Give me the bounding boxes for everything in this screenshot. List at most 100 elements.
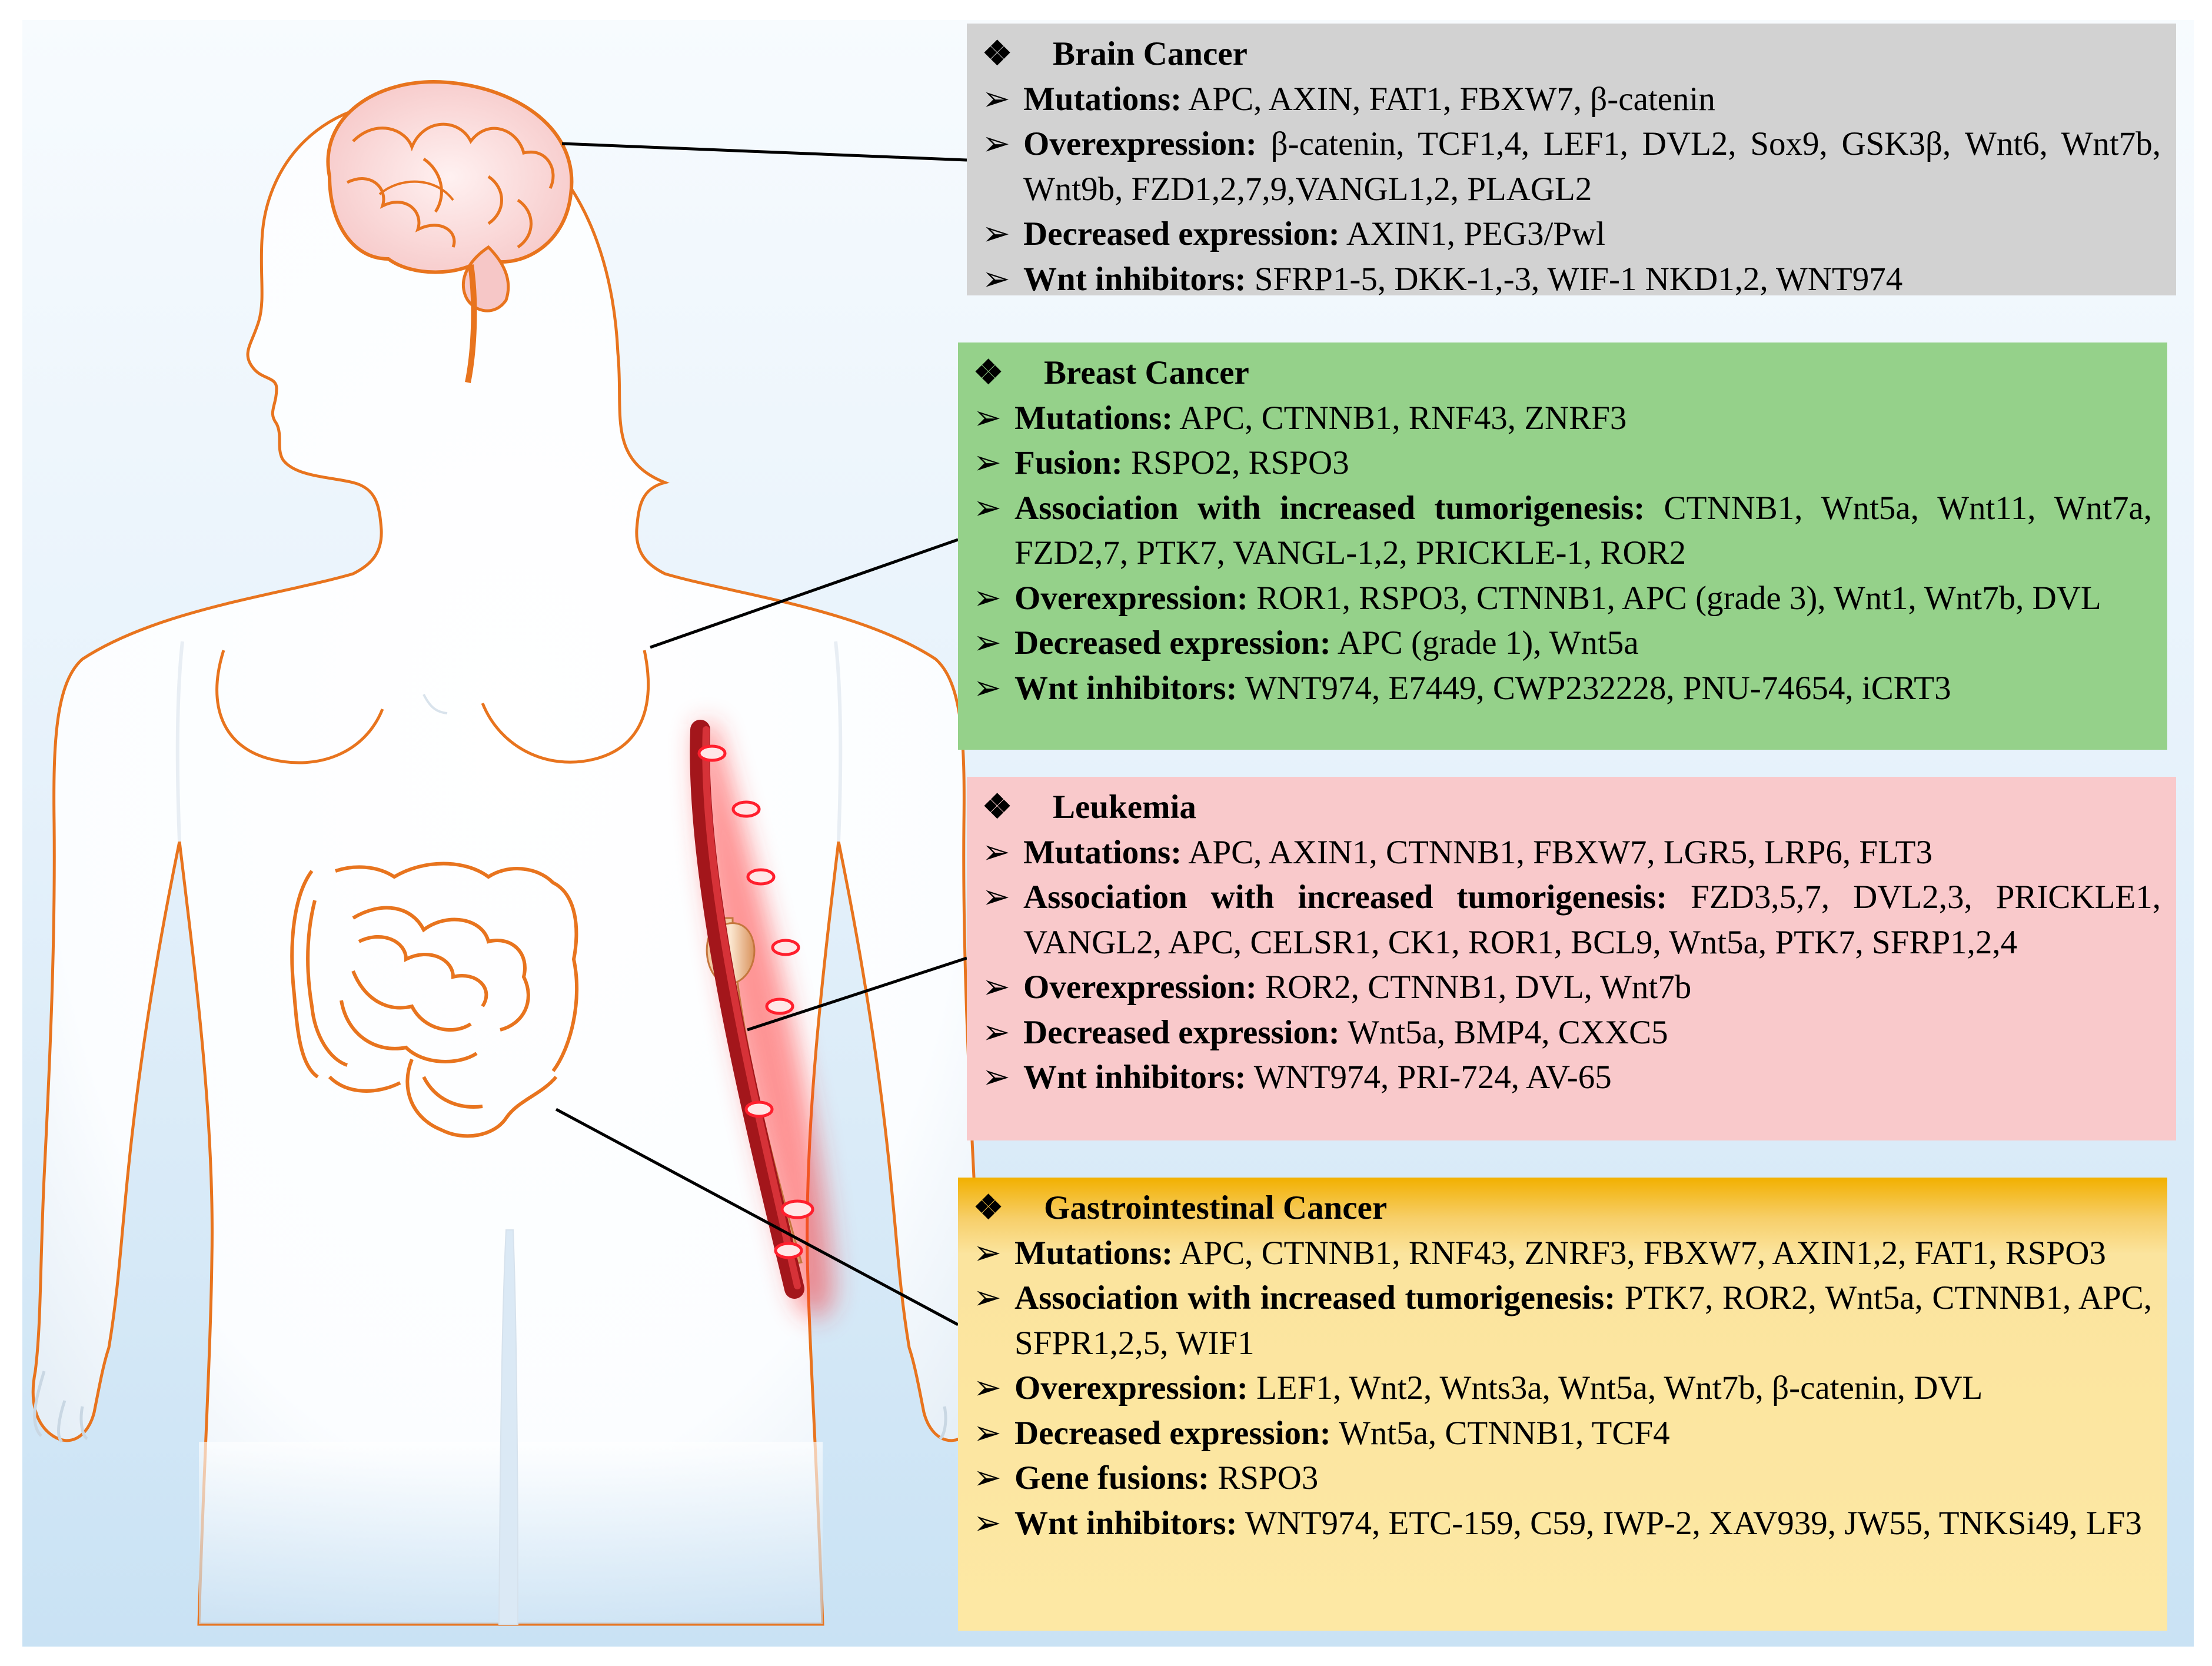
arrowhead-bullet-icon: ➢ [973,624,1002,661]
panel-item-body: Wnt inhibitors: WNT974, E7449, CWP232228… [1014,666,2152,711]
panel-item: ➢Mutations: APC, CTNNB1, RNF43, ZNRF3, F… [973,1231,2152,1276]
arrowhead-bullet-icon: ➢ [982,260,1010,298]
arrowhead-bullet-icon: ➢ [982,1013,1010,1051]
brain-leader-line [561,142,967,162]
panel-item: ➢ Overexpression: β-catenin, TCF1,4, LEF1… [982,122,2161,212]
panel-item-label: Gene fusions: [1014,1459,1209,1497]
panel-item: ➢ Mutations: APC, AXIN, FAT1, FBXW7, β-ca… [982,77,2161,122]
panel-item-body: Mutations: APC, AXIN1, CTNNB1, FBXW7, LG… [1023,830,2161,876]
panel-item-text: RSPO3 [1218,1459,1319,1497]
panel-item-label: Decreased expression: [1014,1414,1331,1452]
panel-item-body: Overexpression: ROR1, RSPO3, CTNNB1, APC… [1014,576,2152,621]
panel-item-text: APC, AXIN, FAT1, FBXW7, β-catenin [1188,80,1715,118]
panel-item-body: Mutations: APC, CTNNB1, RNF43, ZNRF3 [1014,396,2152,441]
panel-item: ➢Decreased expression: Wnt5a, CTNNB1, TC… [973,1411,2152,1456]
panel-item: ➢ Gene fusions: RSPO3 [973,1456,2152,1501]
panel-item-label: Overexpression: [1023,969,1257,1006]
panel-item-text: WNT974, PRI-724, AV-65 [1253,1059,1612,1096]
panel-item-body: Mutations: APC, AXIN, FAT1, FBXW7, β-cat… [1023,77,2161,122]
right-breast-outline [481,650,650,764]
panel-item: ➢Overexpression: ROR2, CTNNB1, DVL, Wnt7… [982,965,2161,1010]
panel-item-label: Decreased expression: [1014,624,1331,661]
panel-item-text: LEF1, Wnt2, Wnts3a, Wnt5a, Wnt7b, β-cate… [1256,1369,1983,1406]
panel-item-label: Association with increased tumorigenesis… [1014,489,1645,527]
panel-item: ➢Association with increased tumorigenesi… [973,1276,2152,1366]
gi-leader-line [555,1108,959,1326]
panel-item-body: Overexpression: ROR2, CTNNB1, DVL, Wnt7b [1023,965,2161,1010]
panel-item: ➢ Overexpression: LEF1, Wnt2, Wnts3a, Wnt… [973,1366,2152,1411]
panel-item: ➢ Wnt inhibitors: WNT974, E7449, CWP23222… [973,666,2152,711]
arrowhead-bullet-icon: ➢ [973,1369,1002,1406]
panel-title-text: Brain Cancer [1053,35,1248,72]
panel-item-label: Decreased expression: [1023,215,1340,252]
panel-title: ❖ Leukemia [982,785,2161,830]
panel-item-text: WNT974, E7449, CWP232228, PNU-74654, iCR… [1245,669,1951,707]
left-hand [33,1371,88,1443]
arrowhead-bullet-icon: ➢ [982,125,1010,162]
panel-item-text: FZD3,5,7, DVL2,3, PRICKLE1, VANGL2, APC,… [1023,879,2161,961]
arrowhead-bullet-icon: ➢ [973,579,1002,617]
panel-title-text: Breast Cancer [1044,354,1249,391]
panel-item-label: Association with increased tumorigenesis… [1014,1279,1616,1316]
panel-item: ➢ Mutations: APC, AXIN1, CTNNB1, FBXW7, L… [982,830,2161,876]
arrowhead-bullet-icon: ➢ [982,833,1010,871]
arrowhead-bullet-icon: ➢ [982,1059,1010,1096]
arm-bone-illustration [690,720,833,1318]
panel-item: ➢ Association with increased tumorigenesi… [973,486,2152,576]
panel-item-text: AXIN1, PEG3/Pwl [1346,215,1606,252]
panel-item: ➢Decreased expression: APC (grade 1), Wn… [973,621,2152,666]
panel-item-label: Wnt inhibitors: [1023,1059,1246,1096]
panel-item: ➢ Wnt inhibitors: WNT974, ETC-159, C59, I… [973,1501,2152,1547]
gastrointestinal-cancer-panel: ❖Gastrointestinal Cancer➢Mutations: APC,… [958,1178,2167,1631]
leg-gap [498,1229,519,1625]
arrowhead-bullet-icon: ➢ [973,669,1002,707]
panel-item-body: Wnt inhibitors: WNT974, PRI-724, AV-65 [1023,1055,2161,1100]
panel-item-body: Wnt inhibitors: SFRP1-5, DKK-1,-3, WIF-1… [1023,257,2161,302]
panel-item-text: RSPO2, RSPO3 [1130,444,1349,481]
arrowhead-bullet-icon: ➢ [973,489,1002,527]
arrowhead-bullet-icon: ➢ [973,444,1002,481]
panel-item: ➢ Decreased expression: AXIN1, PEG3/Pwl [982,212,2161,257]
panel-title-text: Leukemia [1053,789,1196,826]
panel-item-text: PTK7, ROR2, Wnt5a, CTNNB1, APC, SFPR1,2,… [1014,1279,2152,1362]
arrowhead-bullet-icon: ➢ [982,879,1010,916]
arrowhead-bullet-icon: ➢ [973,1459,1002,1497]
panel-item-body: Wnt inhibitors: WNT974, ETC-159, C59, IW… [1014,1501,2152,1547]
panel-item-body: Overexpression: β-catenin, TCF1,4, LEF1,… [1023,122,2161,212]
arrowhead-bullet-icon: ➢ [973,399,1002,437]
arrowhead-bullet-icon: ➢ [982,215,1010,252]
panel-item-body: Gene fusions: RSPO3 [1014,1456,2152,1501]
left-breast-outline [215,650,384,764]
four-diamond-bullet-icon: ❖ [982,789,1013,826]
breast-leader-line [650,538,959,649]
panel-item-body: Overexpression: LEF1, Wnt2, Wnts3a, Wnt5… [1014,1366,2152,1411]
four-diamond-bullet-icon: ❖ [973,1189,1004,1226]
panel-item-label: Mutations: [1023,833,1182,871]
arrowhead-bullet-icon: ➢ [982,80,1010,118]
panel-item-label: Wnt inhibitors: [1014,1504,1238,1542]
brain-cancer-panel: ❖ Brain Cancer ➢ Mutations: APC, AXIN, FAT1… [967,24,2176,298]
panel-item-label: Mutations: [1014,399,1173,437]
leukemia-panel: ❖ Leukemia ➢ Mutations: APC, AXIN1, CTNNB1,… [967,777,2176,1140]
panel-item-label: Wnt inhibitors: [1023,260,1246,298]
panel-item-label: Association with increased tumorigenesis… [1023,879,1668,916]
human-body-silhouette [31,99,994,1626]
breast-cancer-panel: ❖ Breast Cancer ➢ Mutations: APC, CTNNB1, R… [958,342,2167,750]
panel-item-text: ROR1, RSPO3, CTNNB1, APC (grade 3), Wnt1… [1256,579,2101,617]
panel-item-body: Association with increased tumorigenesis… [1014,486,2152,576]
four-diamond-bullet-icon: ❖ [982,35,1013,72]
panel-item: ➢ Wnt inhibitors: WNT974, PRI-724, AV-65 [982,1055,2161,1100]
panel-item-text: SFRP1-5, DKK-1,-3, WIF-1 NKD1,2, WNT974 [1254,260,1903,298]
four-diamond-bullet-icon: ❖ [973,354,1004,391]
panel-item-body: Association with increased tumorigenesis… [1023,875,2161,965]
brain-illustration [326,80,574,383]
panel-item: ➢ Decreased expression: Wnt5a, BMP4, CXXC… [982,1010,2161,1056]
panel-item: ➢Fusion: RSPO2, RSPO3 [973,441,2152,486]
arrowhead-bullet-icon: ➢ [973,1504,1002,1542]
panel-item-label: Overexpression: [1014,579,1248,617]
panel-item-body: Decreased expression: Wnt5a, BMP4, CXXC5 [1023,1010,2161,1056]
panel-item-label: Wnt inhibitors: [1014,669,1238,707]
panel-item: ➢ Wnt inhibitors: SFRP1-5, DKK-1,-3, WIF-… [982,257,2161,302]
panel-item-label: Overexpression: [1023,125,1257,162]
